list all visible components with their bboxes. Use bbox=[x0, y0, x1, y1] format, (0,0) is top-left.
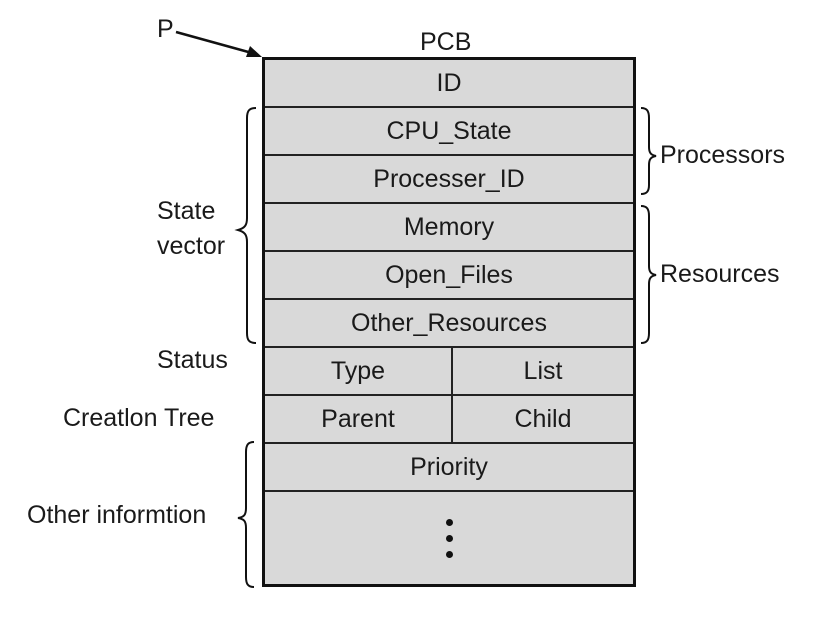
cell-list: List bbox=[523, 356, 563, 385]
ellipsis-dot bbox=[445, 534, 453, 542]
resources-brace bbox=[640, 205, 657, 344]
pointer-arrow-icon bbox=[175, 30, 262, 57]
row-open-files-label: Open_Files bbox=[385, 260, 513, 289]
creation-tree-label: Creatlon Tree bbox=[63, 404, 215, 432]
state-vector-brace bbox=[234, 107, 257, 344]
row-other-resources-label: Other_Resources bbox=[351, 308, 547, 337]
cell-type: Type bbox=[265, 348, 453, 394]
cell-parent: Parent bbox=[265, 396, 453, 442]
row-open-files: Open_Files bbox=[265, 252, 633, 300]
vertical-ellipsis-icon bbox=[445, 518, 453, 558]
other-information-label: Other informtion bbox=[27, 501, 207, 529]
pointer-label: P bbox=[157, 15, 174, 43]
state-label: State bbox=[157, 197, 216, 225]
vector-label: vector bbox=[157, 232, 226, 260]
processors-brace bbox=[640, 107, 657, 195]
resources-label: Resources bbox=[660, 260, 780, 288]
pcb-title: PCB bbox=[420, 28, 472, 56]
row-memory-label: Memory bbox=[403, 212, 495, 241]
row-other-resources: Other_Resources bbox=[265, 300, 633, 348]
row-creation-tree: Parent Child bbox=[265, 396, 633, 444]
row-id: ID bbox=[265, 60, 633, 108]
status-label: Status bbox=[157, 346, 228, 374]
cell-child: Child bbox=[514, 404, 572, 433]
row-processer-id-label: Processer_ID bbox=[373, 164, 525, 193]
ellipsis-dot bbox=[445, 550, 453, 558]
row-status: Type List bbox=[265, 348, 633, 396]
ellipsis-dot bbox=[445, 518, 453, 526]
row-processer-id: Processer_ID bbox=[265, 156, 633, 204]
row-cpu-state: CPU_State bbox=[265, 108, 633, 156]
row-more bbox=[265, 492, 633, 584]
row-priority: Priority bbox=[265, 444, 633, 492]
other-information-brace bbox=[237, 441, 255, 588]
row-priority-label: Priority bbox=[410, 452, 488, 481]
processors-label: Processors bbox=[660, 141, 786, 169]
pcb-table: ID CPU_State Processer_ID Memory Open_Fi… bbox=[262, 57, 636, 587]
row-id-label: ID bbox=[436, 68, 462, 97]
row-memory: Memory bbox=[265, 204, 633, 252]
row-cpu-state-label: CPU_State bbox=[386, 116, 512, 145]
